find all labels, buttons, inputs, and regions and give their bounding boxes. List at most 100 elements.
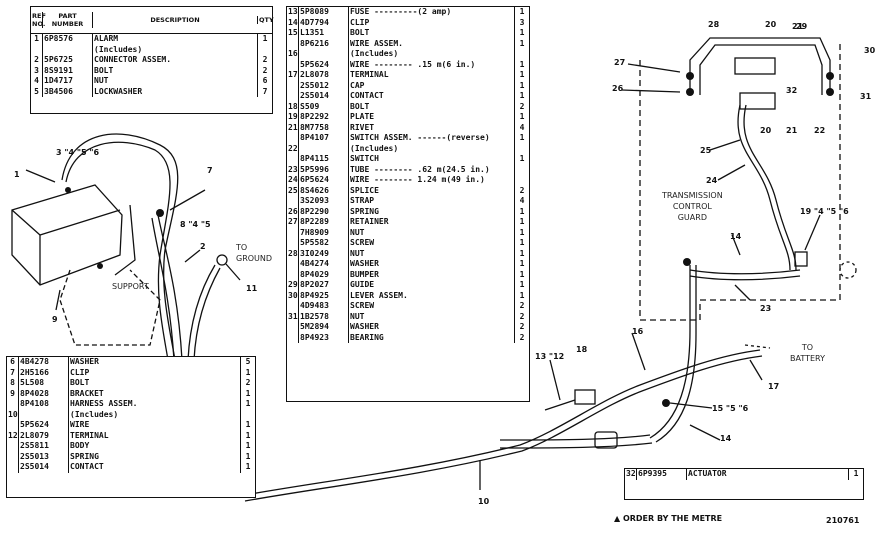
callout-22: 26 <box>612 84 624 93</box>
callout-12: 15 "5 "6 <box>712 404 749 413</box>
cell-pn: 3I0249 <box>299 248 349 259</box>
cell-pn: 5P5996 <box>299 164 349 175</box>
cell-desc: SPRING <box>69 451 241 462</box>
cell-desc: (Includes) <box>69 409 241 420</box>
harness-wires <box>61 133 179 361</box>
switch-wire <box>649 265 691 439</box>
cell-pn: 2S5014 <box>299 91 349 102</box>
cell-desc: CONNECTOR ASSEM. <box>93 55 258 66</box>
cell-desc: BUMPER <box>349 269 515 280</box>
cell-pn: 5P5582 <box>299 238 349 249</box>
cell-ref: 10 <box>8 409 19 420</box>
cell-qty <box>515 144 529 155</box>
cell-desc: (Includes) <box>349 49 515 60</box>
callout-5: 9 <box>52 315 58 324</box>
callout-15: 23 <box>760 304 772 313</box>
guard-label: TRANSMISSION CONTROL GUARD <box>662 191 723 222</box>
cell-ref: 9 <box>7 388 19 399</box>
cell-ref: 24 <box>288 175 299 186</box>
callout-16: 24 <box>706 176 718 185</box>
metre-marker-icon: ▲ <box>614 514 621 523</box>
cell-qty: 1 <box>245 420 251 429</box>
cell-desc: WASHER <box>69 357 241 368</box>
cell-ref: 17 <box>288 70 299 81</box>
support-bracket <box>59 269 161 346</box>
figure-number: 210761 <box>826 516 860 525</box>
cell-pn: 1B2578 <box>299 311 349 322</box>
callout-27: 29 <box>796 22 808 31</box>
cell-ref <box>7 420 19 431</box>
cell-ref: 32 <box>626 469 637 480</box>
cell-ref: 15 <box>288 28 299 39</box>
callout-3: 7 <box>207 166 213 175</box>
cell-pn <box>299 143 349 154</box>
cell-qty: 2 <box>245 378 251 387</box>
cell-pn: 2S5811 <box>19 441 69 452</box>
cell-qty <box>515 175 529 186</box>
cell-desc: HARNESS ASSEM. <box>69 399 241 410</box>
cell-pn: 5P8089 <box>299 7 349 18</box>
cell-ref <box>287 227 299 238</box>
cell-desc: WIRE -------- 1.24 m(49 in.) <box>349 175 515 186</box>
cell-qty: 1 <box>519 206 525 216</box>
cell-ref <box>287 238 299 249</box>
cell-pn: 5M2894 <box>299 322 349 333</box>
cell-ref: 6 <box>7 357 19 368</box>
callout-11: 17 <box>768 382 780 391</box>
cell-qty: 1 <box>519 91 525 100</box>
cell-qty: 1 <box>519 238 525 247</box>
callout-4: 8 "4 "5 <box>180 220 211 229</box>
callout-6: 10 <box>478 497 490 506</box>
cell-ref: 14 <box>288 17 299 28</box>
cell-pn: 6P9395 <box>637 469 687 480</box>
cell-ref <box>287 269 299 280</box>
table-row: 22(Includes) <box>287 143 529 155</box>
cell-desc: NUT <box>349 311 515 322</box>
cell-qty: 2 <box>519 322 525 331</box>
cell-ref: 21 <box>288 122 299 133</box>
table-row: 10 (Includes) <box>7 409 255 420</box>
cell-desc: CONTACT <box>69 462 241 473</box>
cell-desc: BOLT <box>69 378 241 389</box>
cell-qty: 1 <box>262 34 268 43</box>
cell-ref <box>287 322 299 333</box>
cell-qty: 1 <box>519 133 525 142</box>
cell-desc: (Includes) <box>349 143 515 154</box>
callout-7: 11 <box>246 284 258 293</box>
cell-ref: 18 <box>288 101 299 112</box>
callout-26: 20 <box>760 126 772 135</box>
cell-ref <box>287 59 299 70</box>
cell-desc: CONTACT <box>349 91 515 102</box>
cell-qty: 1 <box>245 462 251 471</box>
cell-pn: 8P6216 <box>299 38 349 49</box>
cell-desc: WIRE <box>69 420 241 431</box>
callout-2: 3 "4 "5 "6 <box>56 148 100 157</box>
cell-pn: 2S5013 <box>19 451 69 462</box>
callout-29: 31 <box>860 92 872 101</box>
cell-ref: 23 <box>288 164 299 175</box>
cell-desc: SPRING <box>349 206 515 217</box>
cell-qty: 1 <box>519 28 525 37</box>
cell-ref <box>287 154 299 165</box>
